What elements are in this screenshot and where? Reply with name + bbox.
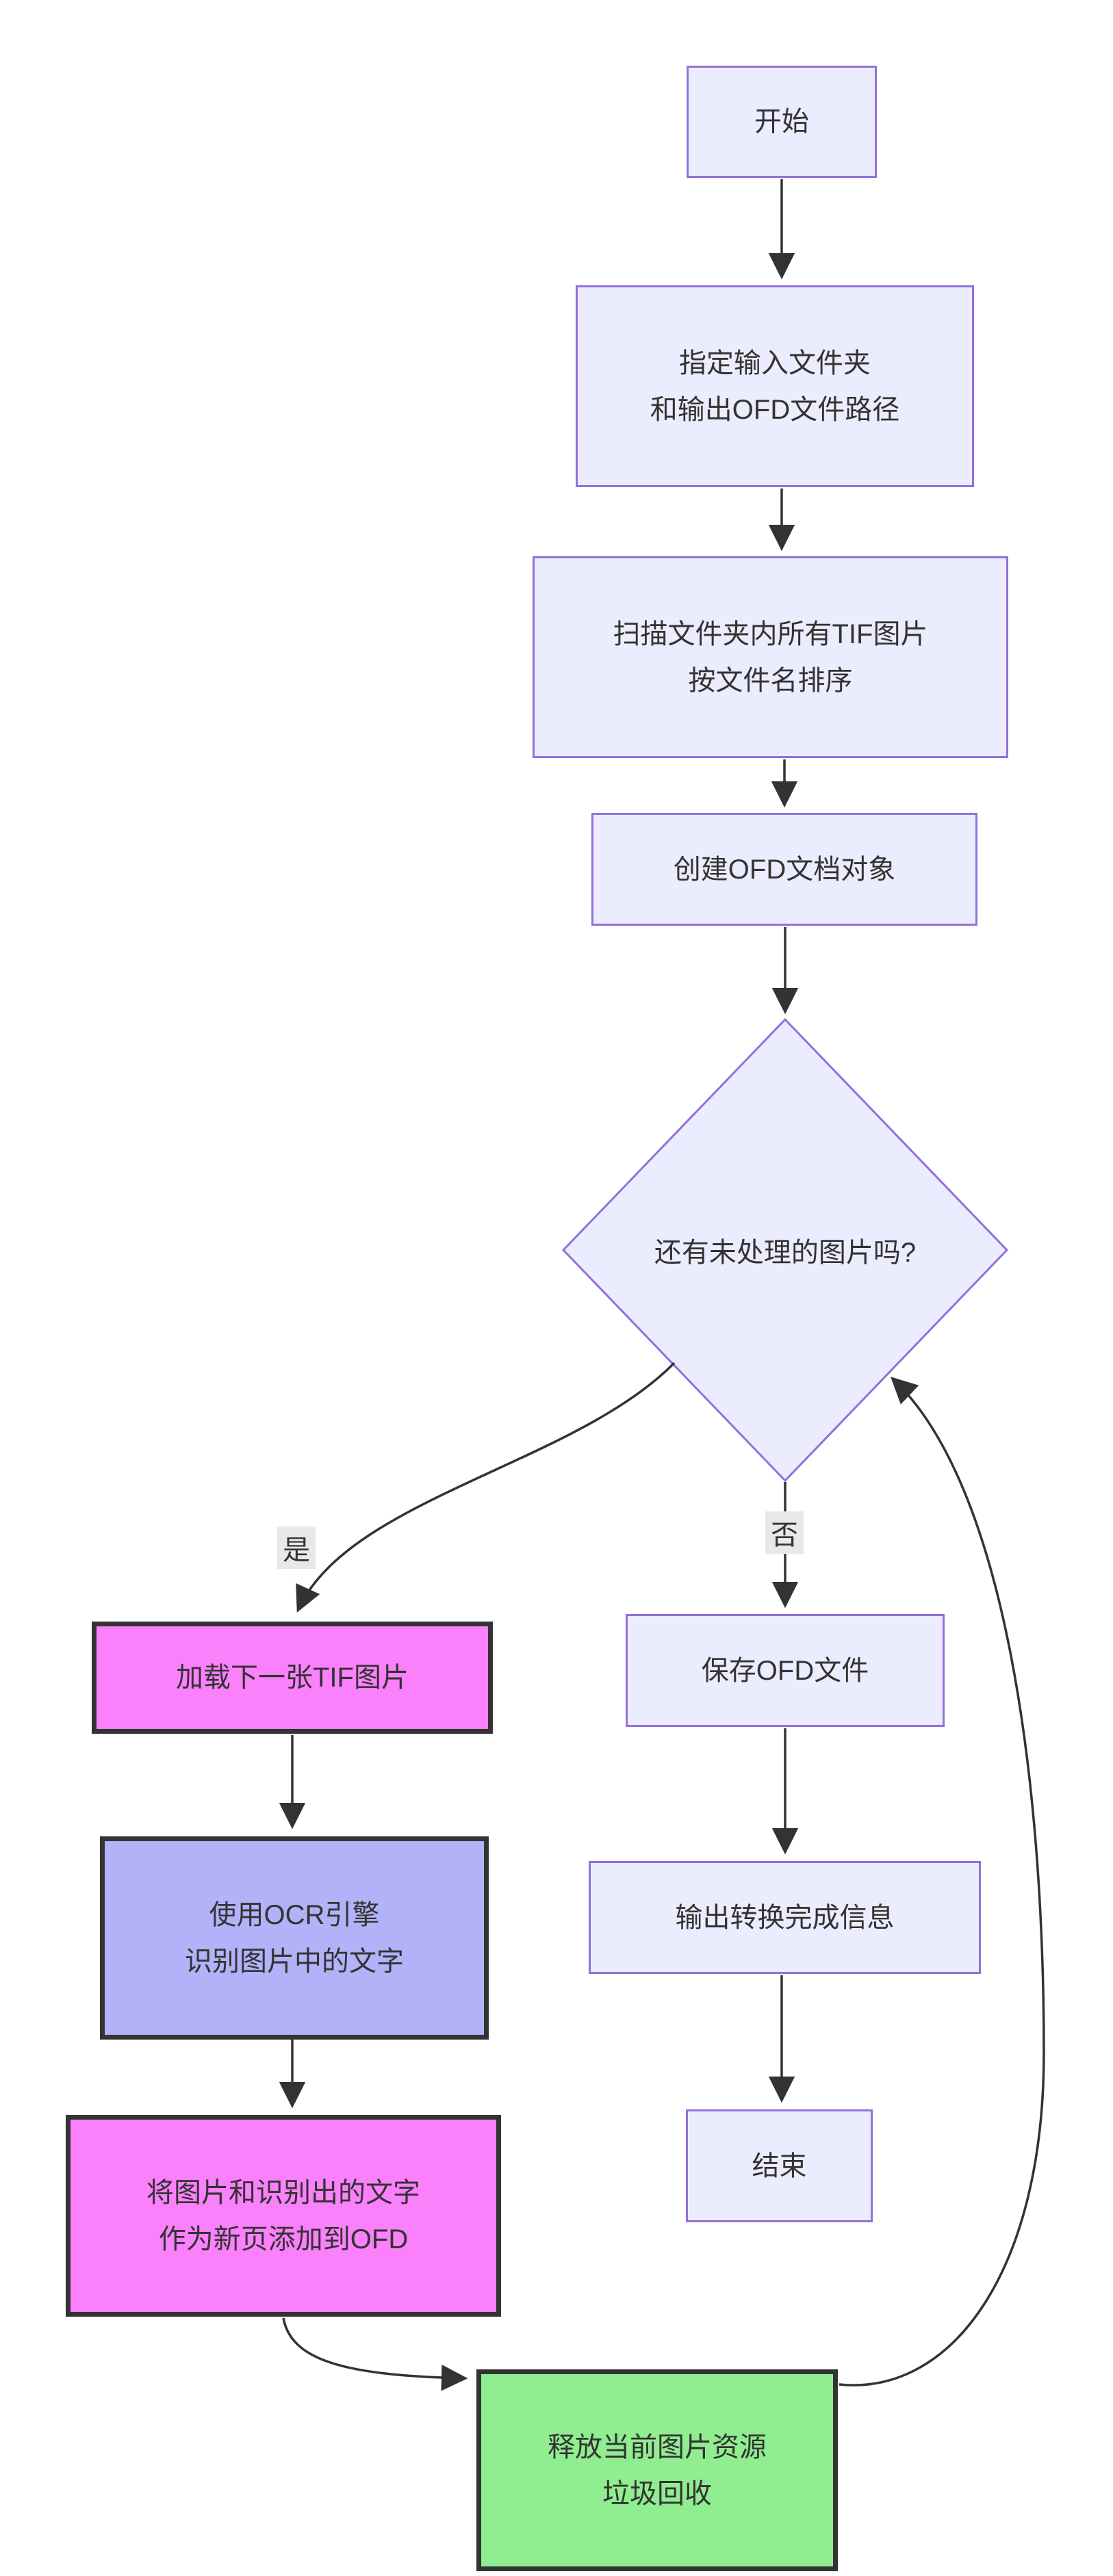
node-specify: 指定输入文件夹 和输出OFD文件路径 [576, 285, 974, 487]
node-end: 结束 [686, 2109, 873, 2222]
node-output-label: 输出转换完成信息 [675, 1902, 895, 1933]
node-addpage-line2: 作为新页添加到OFD [158, 2224, 409, 2254]
edge-decision-load-yes [296, 1362, 676, 1613]
node-load-label: 加载下一张TIF图片 [176, 1663, 409, 1693]
edge-label-no: 否 [765, 1511, 804, 1554]
node-specify-line2: 和输出OFD文件路径 [650, 394, 900, 425]
node-ocr-line2: 识别图片中的文字 [185, 1946, 404, 1977]
node-scan-line2: 按文件名排序 [688, 665, 853, 696]
edge-release-decision-loop [839, 1377, 1045, 2386]
node-load: 加载下一张TIF图片 [92, 1622, 493, 1734]
node-scan-line1: 扫描文件夹内所有TIF图片 [613, 619, 928, 649]
node-save-label: 保存OFD文件 [701, 1655, 869, 1686]
node-create: 创建OFD文档对象 [591, 813, 977, 926]
node-specify-line1: 指定输入文件夹 [679, 348, 871, 378]
node-release-line1: 释放当前图片资源 [548, 2432, 767, 2462]
node-end-label: 结束 [752, 2150, 807, 2181]
node-start-label: 开始 [754, 107, 809, 137]
node-addpage-line1: 将图片和识别出的文字 [146, 2177, 420, 2208]
node-scan: 扫描文件夹内所有TIF图片 按文件名排序 [533, 556, 1008, 758]
node-output: 输出转换完成信息 [589, 1861, 981, 1974]
node-create-label: 创建OFD文档对象 [673, 854, 896, 885]
node-ocr-line1: 使用OCR引擎 [209, 1899, 380, 1930]
node-save: 保存OFD文件 [626, 1614, 945, 1727]
node-addpage: 将图片和识别出的文字 作为新页添加到OFD [66, 2115, 501, 2317]
decision-diamond-shape [561, 1017, 1009, 1483]
edge-addpage-release [282, 2317, 468, 2391]
node-decision-label: 还有未处理的图片吗? [654, 1238, 917, 1268]
node-start: 开始 [687, 66, 877, 178]
edge-label-yes: 是 [277, 1526, 316, 1569]
node-ocr: 使用OCR引擎 识别图片中的文字 [100, 1836, 489, 2040]
node-release-line2: 垃圾回收 [602, 2478, 712, 2509]
node-release: 释放当前图片资源 垃圾回收 [476, 2369, 838, 2571]
